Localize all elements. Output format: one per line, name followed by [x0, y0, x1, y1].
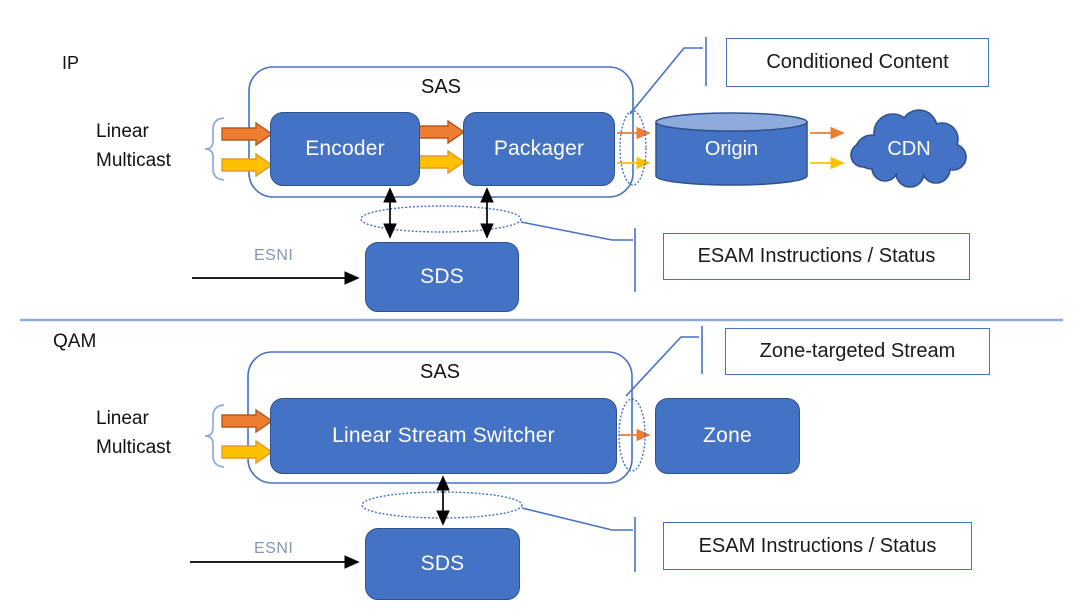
qam-multicast-brace — [204, 404, 225, 468]
ip-esam-callout: ESAM Instructions / Status — [663, 233, 970, 280]
qam-input-arrow-orange — [221, 408, 274, 434]
ip-esam-label: ESAM Instructions / Status — [697, 245, 936, 267]
qam-esam-callout: ESAM Instructions / Status — [663, 522, 972, 570]
packager-label: Packager — [493, 137, 585, 160]
ip-sds-box: SDS — [365, 242, 519, 312]
qam-esam-label: ESAM Instructions / Status — [698, 534, 937, 557]
qam-zone-connector — [625, 336, 699, 397]
conditioned-content-label: Conditioned Content — [766, 51, 949, 73]
ip-multicast-brace — [204, 117, 225, 181]
qam-sas-label: SAS — [419, 361, 461, 383]
ip-esni-label: ESNI — [254, 247, 294, 264]
conditioned-content-callout: Conditioned Content — [726, 38, 989, 87]
ip-conditioned-connector — [629, 47, 703, 115]
cdn-cloud-icon — [850, 109, 967, 188]
ip-mid-arrow-yellow — [418, 149, 466, 175]
ip-sds-label: SDS — [420, 265, 464, 288]
qam-esni-label: ESNI — [254, 540, 294, 557]
zone-targeted-stream-label: Zone-targeted Stream — [759, 340, 956, 362]
ip-esam-interface-ellipse — [360, 205, 522, 233]
qam-output-interface-ellipse — [618, 398, 646, 472]
cdn-label: CDN — [887, 138, 931, 160]
zone-box: Zone — [655, 398, 800, 474]
qam-linear-multicast-label: Linear Multicast — [96, 408, 171, 458]
ip-esam-connector — [520, 221, 633, 241]
ip-linear-multicast-label: Linear Multicast — [96, 121, 171, 171]
origin-cylinder — [655, 112, 808, 186]
qam-input-arrow-yellow — [221, 439, 274, 465]
packager-box: Packager — [463, 112, 615, 186]
zone-label: Zone — [703, 424, 752, 447]
linear-stream-switcher-label: Linear Stream Switcher — [332, 424, 555, 447]
qam-sds-label: SDS — [420, 552, 465, 575]
encoder-box: Encoder — [270, 112, 420, 186]
qam-section-label: QAM — [53, 331, 97, 352]
encoder-label: Encoder — [305, 137, 385, 160]
ip-output-interface-ellipse — [619, 110, 647, 186]
linear-stream-switcher-box: Linear Stream Switcher — [270, 398, 617, 474]
qam-sds-box: SDS — [365, 528, 520, 600]
ip-section-label: IP — [62, 53, 80, 73]
origin-label: Origin — [704, 138, 759, 160]
ip-input-arrow-yellow — [221, 152, 274, 178]
ip-sas-label: SAS — [420, 76, 462, 98]
qam-esam-interface-ellipse — [361, 491, 523, 519]
qam-esam-connector — [521, 507, 633, 531]
ip-input-arrow-orange — [221, 121, 274, 147]
zone-targeted-stream-callout: Zone-targeted Stream — [725, 328, 990, 375]
ip-mid-arrow-orange — [418, 119, 466, 145]
